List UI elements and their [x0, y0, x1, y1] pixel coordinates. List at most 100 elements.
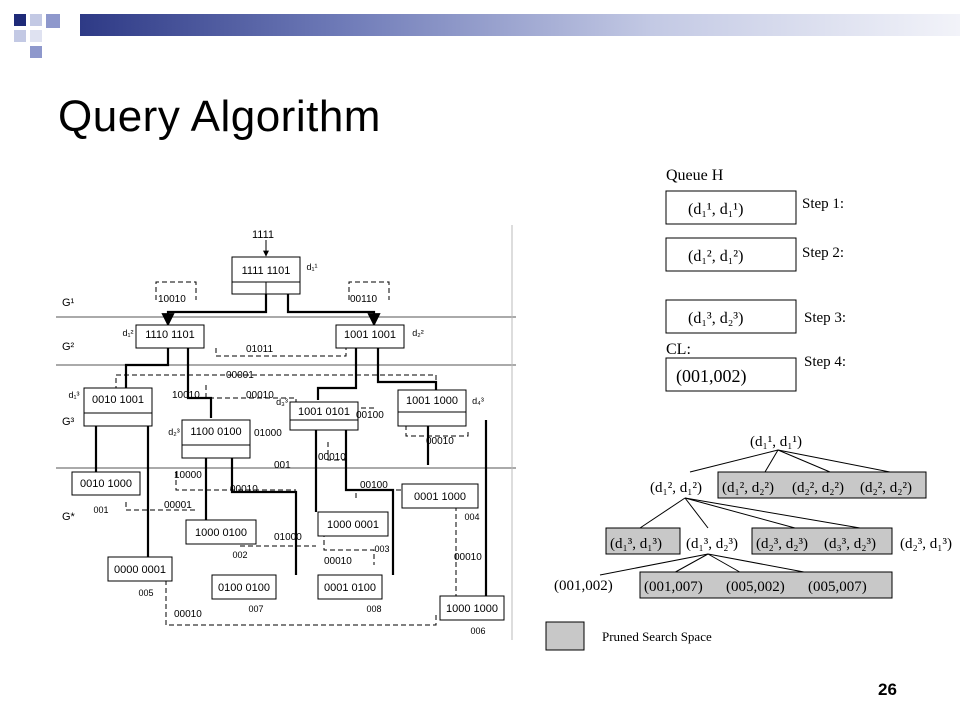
edge-labels: 10010 00110 01011 00001 00010 10010 0100… — [158, 294, 482, 620]
search-tree: (d₁¹, d₁¹) (d₁², d₁²) (d₁², d₂²) (d₂², d… — [545, 434, 952, 651]
pruned-legend-label: Pruned Search Space — [602, 629, 712, 644]
tree-node: (d₂³, d₁³) — [900, 536, 952, 552]
corner-square-mid-2 — [30, 46, 42, 58]
svg-text:1001 1000: 1001 1000 — [406, 395, 458, 407]
level-label-g3: G³ — [62, 416, 75, 428]
svg-text:d₂³: d₂³ — [168, 427, 180, 437]
svg-text:002: 002 — [232, 550, 247, 560]
tree-node: (d₂², d₂²) — [860, 480, 912, 496]
svg-text:1000 0100: 1000 0100 — [195, 527, 247, 539]
svg-text:d₂²: d₂² — [412, 328, 424, 338]
lattice-node: 0001 1000 004 — [401, 483, 480, 522]
svg-text:001: 001 — [274, 460, 291, 471]
level-label-g2: G² — [62, 341, 75, 353]
corner-square-pale — [14, 30, 26, 42]
corner-square-light — [30, 14, 42, 26]
svg-text:008: 008 — [366, 604, 381, 614]
level-label-gstar: G* — [62, 511, 76, 523]
tree-root: (d₁¹, d₁¹) — [750, 434, 802, 450]
svg-text:1111 1101: 1111 1101 — [242, 265, 291, 277]
svg-text:1000 1000: 1000 1000 — [446, 603, 498, 615]
svg-text:00100: 00100 — [356, 410, 384, 421]
svg-text:d₁¹: d₁¹ — [306, 262, 317, 272]
page-number: 26 — [878, 680, 897, 699]
svg-text:0001 0100: 0001 0100 — [324, 582, 376, 594]
queue-panel: Queue H (d₁¹, d₁¹) Step 1: (d₁², d₁²) St… — [665, 167, 846, 392]
svg-text:00010: 00010 — [426, 436, 454, 447]
svg-text:00010: 00010 — [318, 452, 346, 463]
corner-square-dark — [14, 14, 26, 26]
tree-node: (d₃³, d₂³) — [824, 536, 876, 552]
tree-node: (d₂³, d₂³) — [756, 536, 808, 552]
tree-node: (001,007) — [644, 579, 703, 595]
queue-step-label: Step 1: — [802, 196, 844, 212]
lattice-node: 0100 0100 007 — [211, 574, 277, 614]
queue-step-label: Step 4: — [804, 354, 846, 370]
svg-text:10010: 10010 — [172, 390, 200, 401]
svg-text:00100: 00100 — [360, 480, 388, 491]
lattice-node: 0000 0001 005 — [107, 556, 173, 598]
svg-text:00001: 00001 — [226, 370, 254, 381]
lattice-diagram: G¹ G² G³ G* 1111 — [56, 225, 516, 640]
svg-text:1000 0001: 1000 0001 — [327, 519, 379, 531]
tree-node: (001,002) — [554, 578, 613, 594]
queue-step-label: Step 2: — [802, 245, 844, 261]
cl-label: CL: — [666, 341, 691, 358]
svg-text:006: 006 — [470, 626, 485, 636]
svg-text:01000: 01000 — [274, 532, 302, 543]
lattice-node: 1100 0100 d₂³ — [168, 419, 251, 459]
lattice-node: 0010 1000 001 — [71, 471, 141, 515]
lattice-node: 1001 1001 d₂² — [335, 324, 424, 349]
tree-node: (d₁³, d₁³) — [610, 536, 662, 552]
lattice-node: 1001 1000 d₄³ — [397, 389, 484, 427]
lattice-node: 1110 1101 d₁² — [122, 324, 205, 349]
svg-text:d₁³: d₁³ — [68, 390, 79, 400]
lattice-node: 1000 0001 003 — [317, 511, 390, 554]
svg-text:00110: 00110 — [350, 294, 378, 305]
lattice-node: 1111 1101 d₁¹ — [231, 256, 318, 295]
svg-text:00001: 00001 — [164, 500, 192, 511]
svg-text:0010 1001: 0010 1001 — [92, 394, 144, 406]
queue-step-content: (d₁³, d₂³) — [688, 310, 743, 327]
svg-text:1100 0100: 1100 0100 — [190, 426, 241, 438]
tree-node: (005,007) — [808, 579, 867, 595]
queue-step-content: (d₁¹, d₁¹) — [688, 201, 743, 218]
tree-node: (d₁², d₁²) — [650, 480, 702, 496]
svg-text:d₃³: d₃³ — [276, 397, 288, 407]
slide-title: Query Algorithm — [58, 92, 381, 141]
svg-text:0100 0100: 0100 0100 — [218, 582, 270, 594]
lattice-node: 1001 0101 d₃³ — [276, 397, 359, 431]
level-label-g1: G¹ — [62, 297, 75, 309]
svg-text:007: 007 — [248, 604, 263, 614]
svg-text:003: 003 — [374, 544, 389, 554]
svg-text:004: 004 — [464, 512, 479, 522]
lattice-top-code: 1111 — [252, 229, 274, 241]
svg-text:10000: 10000 — [174, 470, 202, 481]
svg-text:d₄³: d₄³ — [472, 396, 484, 406]
queue-step-label: Step 3: — [804, 310, 846, 326]
queue-title: Queue H — [666, 167, 724, 184]
lattice-node: 1000 1000 006 — [439, 595, 505, 636]
svg-text:00010: 00010 — [246, 390, 274, 401]
svg-text:00010: 00010 — [230, 484, 258, 495]
svg-text:001: 001 — [93, 505, 108, 515]
pruned-legend-swatch — [545, 621, 585, 651]
svg-text:1001 1001: 1001 1001 — [344, 329, 396, 341]
svg-text:1001 0101: 1001 0101 — [298, 406, 350, 418]
svg-text:00010: 00010 — [454, 552, 482, 563]
svg-text:0001 1000: 0001 1000 — [414, 491, 466, 503]
svg-text:d₁²: d₁² — [122, 328, 133, 338]
svg-text:1110 1101: 1110 1101 — [145, 329, 195, 341]
svg-text:005: 005 — [138, 588, 153, 598]
svg-text:00010: 00010 — [324, 556, 352, 567]
tree-node: (d₁³, d₂³) — [686, 536, 738, 552]
tree-node: (d₁², d₂²) — [722, 480, 774, 496]
corner-square-mid — [46, 14, 60, 28]
tree-node: (d₂², d₂²) — [792, 480, 844, 496]
svg-text:00010: 00010 — [174, 609, 202, 620]
corner-square-pale-2 — [30, 30, 42, 42]
svg-text:01011: 01011 — [246, 344, 274, 355]
svg-text:0000 0001: 0000 0001 — [114, 564, 166, 576]
svg-text:0010 1000: 0010 1000 — [80, 478, 132, 490]
queue-step-content: (d₁², d₁²) — [688, 248, 743, 265]
